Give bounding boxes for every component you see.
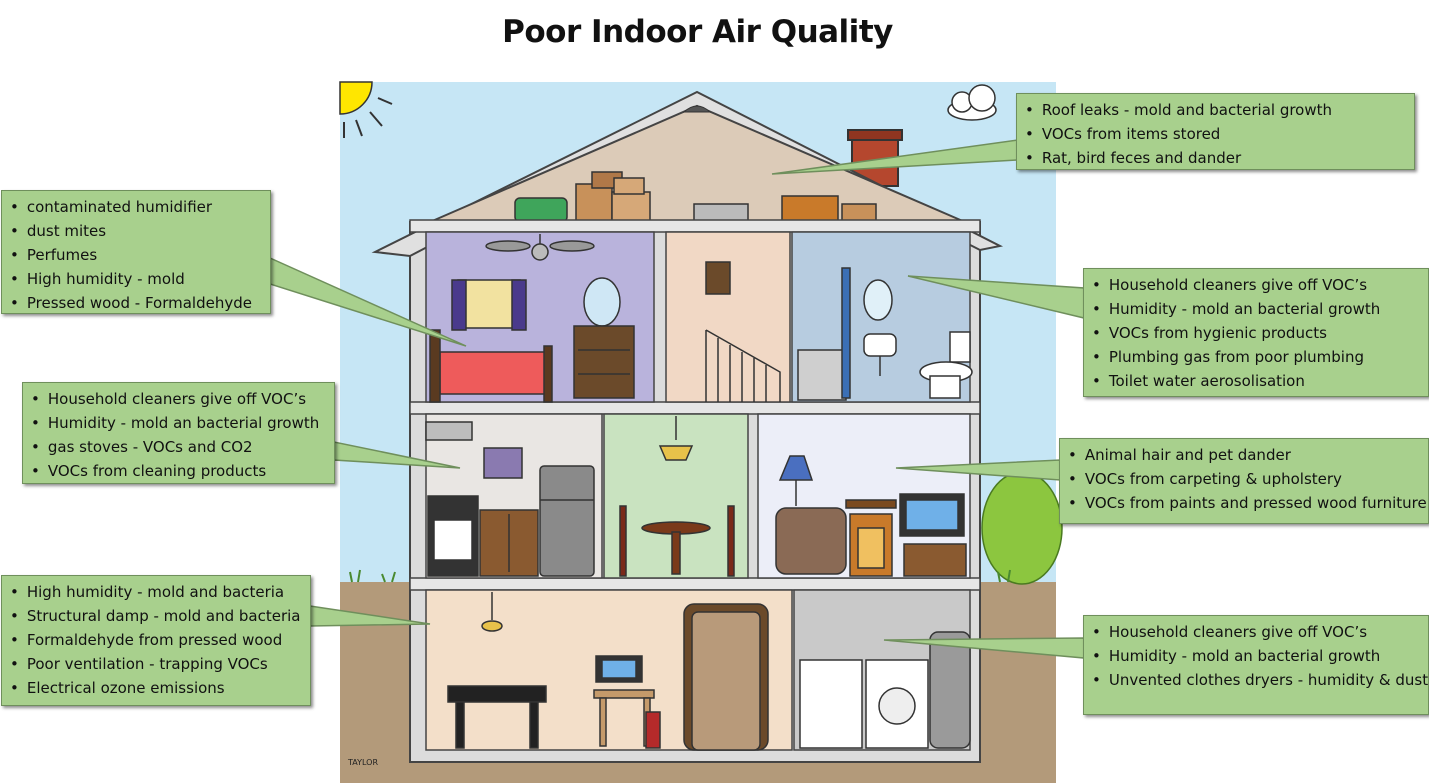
ceiling-fan [485, 234, 595, 261]
water-heater [929, 631, 971, 749]
toilet [919, 331, 973, 399]
sink-mirror [863, 279, 897, 376]
callout-item: Poor ventilation - trapping VOCs [10, 652, 302, 676]
callout-item: Humidity - mold an bacterial growth [1092, 644, 1420, 668]
callout-bedroom: contaminated humidifier dust mites Perfu… [1, 190, 271, 314]
callout-item: gas stoves - VOCs and CO2 [31, 435, 326, 459]
callout-bathroom: Household cleaners give off VOC’s Humidi… [1083, 268, 1429, 397]
callout-item: VOCs from cleaning products [31, 459, 326, 483]
callout-item: Rat, bird feces and dander [1025, 146, 1406, 170]
callout-pointers [269, 139, 1085, 659]
callout-item: VOCs from items stored [1025, 122, 1406, 146]
fireplace [845, 499, 897, 577]
callout-item: High humidity - mold [10, 267, 262, 291]
floor-lamp [778, 455, 814, 506]
cloud-icon [947, 84, 997, 121]
washer-dryer [799, 659, 929, 749]
callout-kitchen: Household cleaners give off VOC’s Humidi… [22, 382, 335, 484]
table-basement [447, 685, 547, 749]
callout-item: Household cleaners give off VOC’s [1092, 273, 1420, 297]
callout-item: Formaldehyde from pressed wood [10, 628, 302, 652]
callout-item: Roof leaks - mold and bacterial growth [1025, 98, 1406, 122]
shower [797, 267, 851, 401]
range-hood [425, 421, 473, 441]
armchair [775, 507, 847, 575]
callout-item: VOCs from hygienic products [1092, 321, 1420, 345]
floor-slab-3 [409, 577, 981, 591]
ceiling-light [481, 592, 503, 632]
callout-item: High humidity - mold and bacteria [10, 580, 302, 604]
refrigerator [539, 465, 595, 577]
floor-slab-2 [409, 401, 981, 415]
bed [429, 329, 553, 403]
floor-slab-1 [409, 219, 981, 233]
callout-item: Electrical ozone emissions [10, 676, 302, 700]
stair-railing [705, 329, 781, 402]
bush-icon [981, 471, 1063, 585]
grass [349, 569, 1011, 583]
callout-living: Animal hair and pet dander VOCs from car… [1059, 438, 1429, 524]
callout-item: Pressed wood - Formaldehyde [10, 291, 262, 315]
callout-attic: Roof leaks - mold and bacterial growth V… [1016, 93, 1415, 170]
basement-door [683, 603, 769, 751]
callout-item: VOCs from carpeting & upholstery [1068, 467, 1420, 491]
kitchen-window-blind [483, 447, 523, 479]
sun-icon [339, 81, 393, 138]
stove [427, 495, 479, 577]
kitchen-cabinet [479, 509, 539, 577]
page-title: Poor Indoor Air Quality [502, 14, 893, 50]
chandelier [658, 416, 694, 461]
dresser [573, 277, 635, 399]
attic-vent [682, 105, 712, 113]
callout-item: dust mites [10, 219, 262, 243]
callout-item: Humidity - mold an bacterial growth [1092, 297, 1420, 321]
callout-item: Plumbing gas from poor plumbing [1092, 345, 1420, 369]
callout-item: Humidity - mold an bacterial growth [31, 411, 326, 435]
callout-item: contaminated humidifier [10, 195, 262, 219]
callout-item: Perfumes [10, 243, 262, 267]
callout-item: Structural damp - mold and bacteria [10, 604, 302, 628]
hallway [665, 231, 791, 403]
callout-item: Household cleaners give off VOC’s [31, 387, 326, 411]
callout-item: Household cleaners give off VOC’s [1092, 620, 1420, 644]
artist-signature: TAYLOR [348, 758, 379, 767]
callout-item: Animal hair and pet dander [1068, 443, 1420, 467]
callout-item: VOCs from paints and pressed wood furnit… [1068, 491, 1427, 515]
bedroom-window [451, 279, 527, 331]
callout-basement: High humidity - mold and bacteria Struct… [1, 575, 311, 706]
tv-stand [899, 493, 967, 577]
callout-laundry: Household cleaners give off VOC’s Humidi… [1083, 615, 1429, 715]
desk [593, 655, 661, 749]
callout-item: Unvented clothes dryers - humidity & dus… [1092, 668, 1428, 692]
callout-item: Toilet water aerosolisation [1092, 369, 1420, 393]
framed-picture [705, 261, 731, 295]
dining-table [619, 505, 735, 577]
